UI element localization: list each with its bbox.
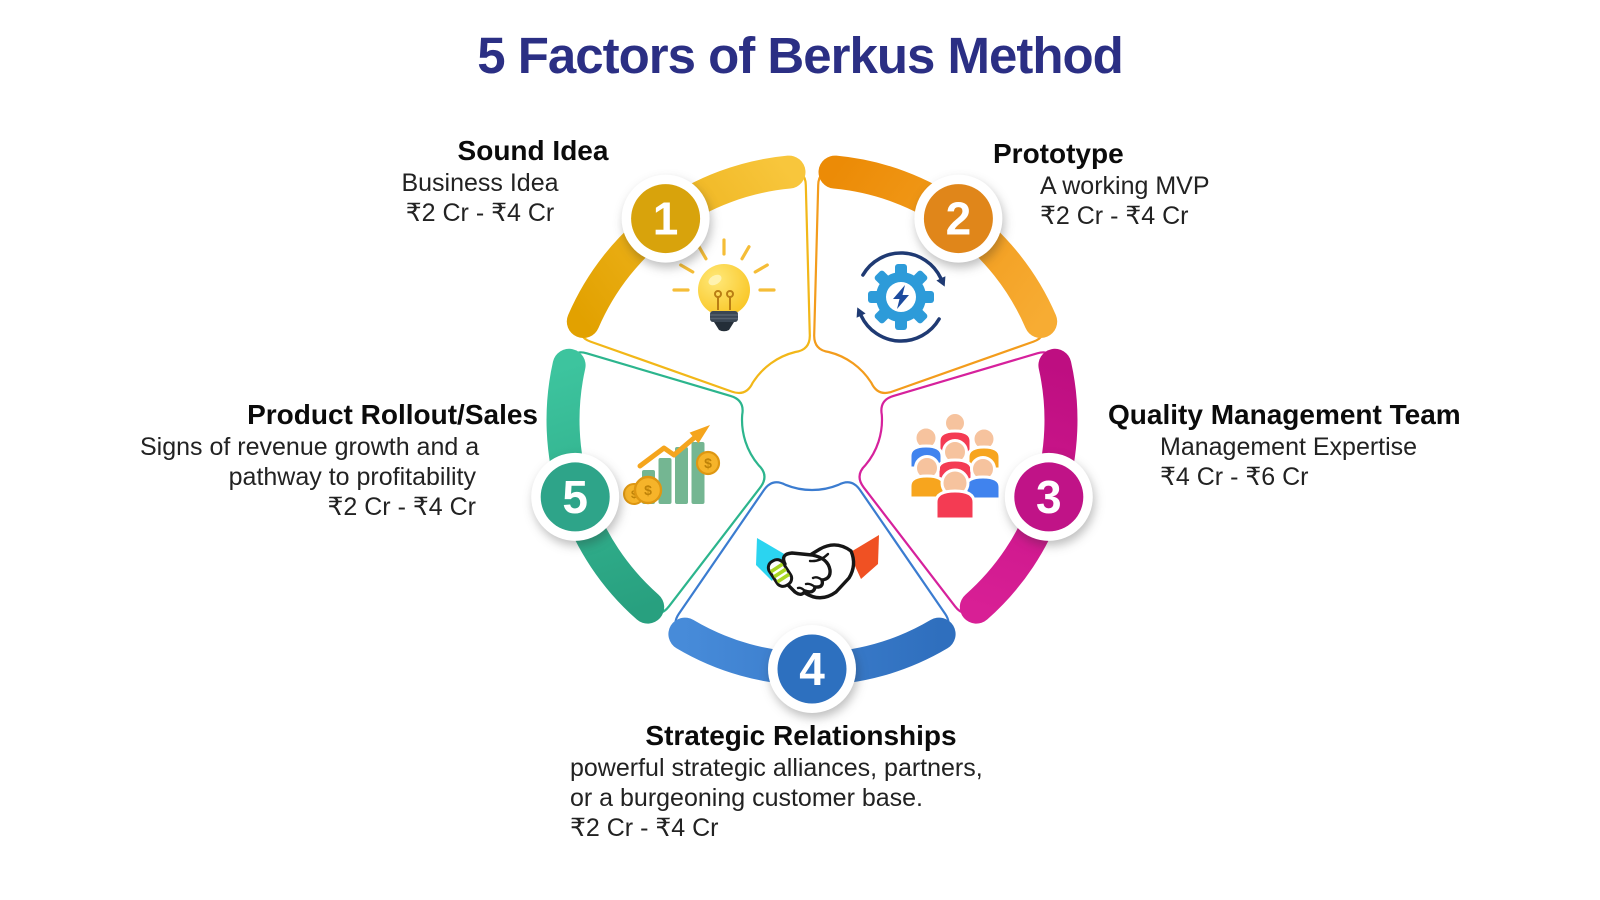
growth-chart-icon: $ $ $ <box>623 425 721 505</box>
segment-3-description: Management Expertise <box>1160 433 1418 461</box>
person-body <box>934 489 976 521</box>
segment-1-badge: 1 <box>621 174 710 263</box>
segment-4-badge: 4 <box>768 625 856 713</box>
knuckle-lines <box>796 576 824 593</box>
segment-3-badge-circle <box>1014 462 1084 532</box>
thumb-line <box>808 552 830 563</box>
segment-5-description-2: pathway to profitability <box>228 463 476 491</box>
segment-4-title: Strategic Relationships <box>645 720 957 751</box>
bulb-filament-loop <box>714 290 722 298</box>
segment-3-number: 3 <box>1036 471 1062 523</box>
left-sleeve <box>756 538 786 581</box>
segment-4-value-range: ₹2 Cr - ₹4 Cr <box>570 814 719 842</box>
segment-4-label: Strategic Relationships powerful strateg… <box>570 719 1032 843</box>
segment-2-label: Prototype A working MVP ₹2 Cr - ₹4 Cr <box>993 137 1210 231</box>
right-sleeve <box>849 535 879 579</box>
svg-text:$: $ <box>644 482 652 498</box>
segment-1-value-range: ₹2 Cr - ₹4 Cr <box>405 199 555 227</box>
segment-2-number: 2 <box>946 193 972 245</box>
arrowhead <box>856 307 866 318</box>
segment-1-label: Sound Idea Business Idea ₹2 Cr - ₹4 Cr <box>312 134 648 228</box>
segment-2-badge-circle <box>923 184 993 254</box>
segment-5-description: Signs of revenue growth and a <box>140 433 480 461</box>
lightning-bolt-icon <box>893 285 909 309</box>
segment-3-title: Quality Management Team <box>1108 399 1461 430</box>
svg-text:$: $ <box>631 489 637 501</box>
growth-arrowhead <box>689 425 710 444</box>
growth-arrow <box>637 435 697 469</box>
segment-5-badge: 5 <box>531 452 620 541</box>
segment-4-description-2: or a burgeoning customer base. <box>570 784 923 812</box>
bulb-base-tip <box>714 322 734 332</box>
segment-1-number: 1 <box>653 193 679 245</box>
svg-text:$: $ <box>704 455 712 471</box>
arrowhead <box>936 276 946 287</box>
striped-cuff <box>766 558 794 588</box>
segment-1-description: Business Idea <box>401 169 559 197</box>
bulb-filament <box>717 297 731 310</box>
bulb-rays <box>672 238 776 292</box>
process-gear-icon <box>856 251 946 343</box>
page-title: 5 Factors of Berkus Method <box>477 27 1124 84</box>
segment-4-number: 4 <box>799 643 825 695</box>
bulb-highlight <box>708 274 722 286</box>
handshake-icon <box>756 535 879 600</box>
segment-2-title: Prototype <box>993 138 1124 169</box>
segment-1-title: Sound Idea <box>457 135 609 166</box>
lightbulb-icon <box>672 238 776 332</box>
coin: $ <box>695 450 721 476</box>
segment-5-number: 5 <box>562 471 588 523</box>
segment-1-badge-circle <box>631 184 701 254</box>
segment-2-badge: 2 <box>914 174 1003 263</box>
segment-2-value-range: ₹2 Cr - ₹4 Cr <box>1040 202 1189 230</box>
bulb-filament-loop <box>726 290 734 298</box>
segment-2-description: A working MVP <box>1040 172 1210 200</box>
segment-5-value-range: ₹2 Cr - ₹4 Cr <box>327 493 477 521</box>
segment-3-value-range: ₹4 Cr - ₹6 Cr <box>1160 463 1309 491</box>
segment-4-description: powerful strategic alliances, partners, <box>570 754 983 782</box>
segment-5-label: Product Rollout/Sales Signs of revenue g… <box>140 398 538 522</box>
segment-3-badge: 3 <box>1004 452 1093 541</box>
bulb-glass <box>698 264 750 316</box>
cycle-arrows <box>859 251 943 343</box>
bulb-base <box>710 311 738 322</box>
segment-3-label: Quality Management Team Management Exper… <box>1108 398 1461 492</box>
segment-5-title: Product Rollout/Sales <box>247 399 538 430</box>
segment-5-badge-circle <box>540 462 610 532</box>
team-icon <box>908 411 1002 521</box>
left-hand <box>780 551 832 596</box>
coin: $ <box>633 475 663 505</box>
bulb-base-stripes <box>710 314 738 320</box>
segment-4-badge-circle <box>777 634 847 704</box>
